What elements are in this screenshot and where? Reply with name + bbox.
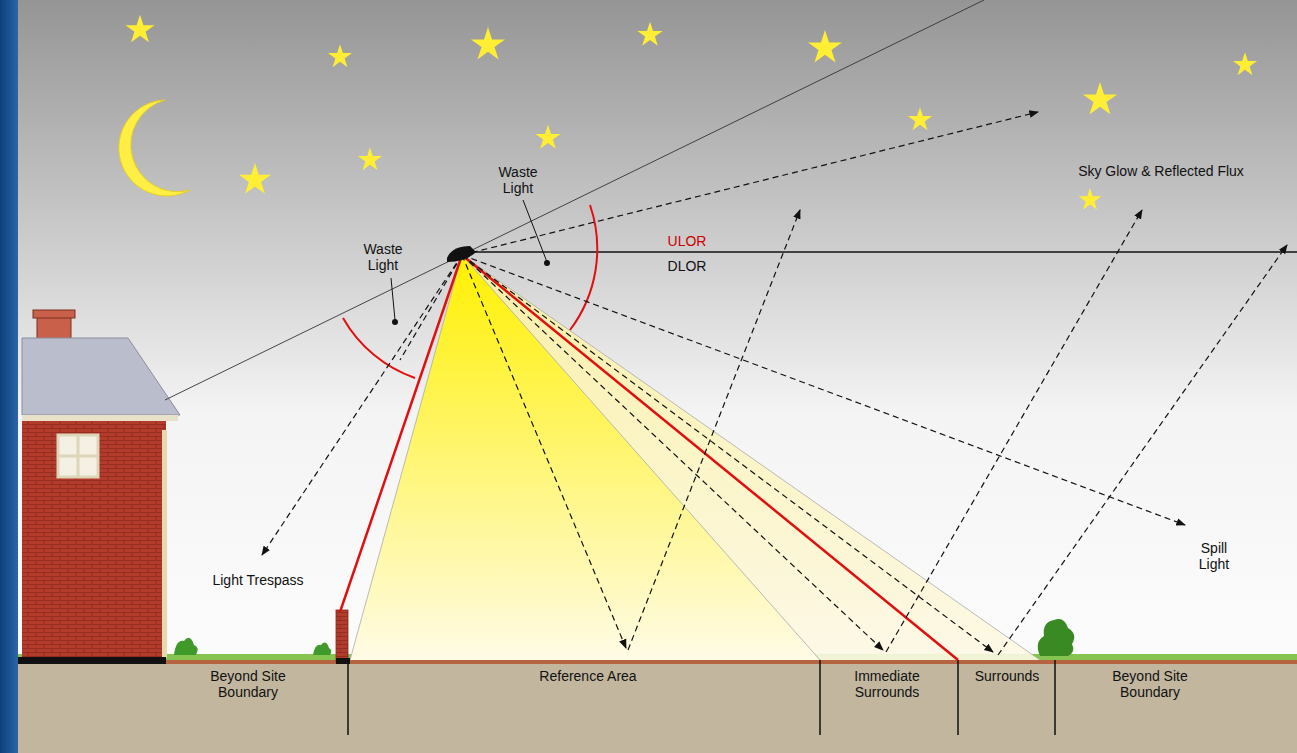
star (637, 22, 662, 46)
leader-line (391, 200, 547, 320)
eave (22, 415, 178, 421)
star (1233, 52, 1257, 75)
roof (22, 338, 180, 415)
angle-arc (570, 205, 597, 330)
main-beam (350, 255, 820, 660)
chimney-cap (33, 310, 75, 318)
sky-glow-label: Sky Glow & Reflected Flux (1078, 163, 1244, 179)
waste-light-label: Waste Light (492, 164, 544, 196)
cutoff-red-line (340, 255, 958, 660)
leader-dot (544, 260, 550, 266)
star (328, 44, 352, 67)
star (471, 27, 505, 59)
leader-dot (392, 319, 398, 325)
light-rays (262, 112, 1287, 655)
window-frame (58, 435, 98, 477)
star (535, 125, 560, 149)
house-wall (22, 418, 166, 658)
zone-label: Beyond Site Boundary (1102, 668, 1198, 700)
horizontal-line (462, 251, 1297, 253)
luminaire (447, 246, 476, 262)
ground-edge (18, 660, 1297, 664)
zone-label: Immediate Surrounds (845, 668, 929, 700)
zone-label: Beyond Site Boundary (200, 668, 296, 700)
moon (119, 100, 190, 196)
angle-arc (343, 318, 415, 378)
bush (313, 643, 331, 655)
side-strip (0, 0, 18, 753)
star (1083, 82, 1117, 114)
stars (126, 15, 1258, 210)
bush (174, 638, 198, 655)
star (808, 30, 842, 62)
house-corner (162, 430, 167, 658)
ground (18, 660, 1297, 753)
star (239, 163, 271, 194)
star (358, 147, 382, 170)
house-base (18, 657, 166, 664)
waste-light-label: Waste Light (357, 241, 409, 273)
star (126, 15, 155, 43)
star (1079, 188, 1102, 210)
cutoff-line (165, 0, 984, 400)
dlor-label: DLOR (668, 258, 707, 274)
beam-edges (350, 255, 1040, 660)
ulor-label: ULOR (668, 233, 707, 249)
light-trespass-label: Light Trespass (212, 572, 303, 588)
zone-label: Reference Area (539, 668, 636, 684)
window (58, 435, 98, 477)
zone-dividers (348, 660, 1055, 735)
boundary-wall (336, 610, 348, 662)
star (908, 107, 932, 130)
bush (1038, 619, 1075, 656)
spill-light-label: Spill Light (1190, 540, 1238, 572)
zone-label: Surrounds (975, 668, 1040, 684)
